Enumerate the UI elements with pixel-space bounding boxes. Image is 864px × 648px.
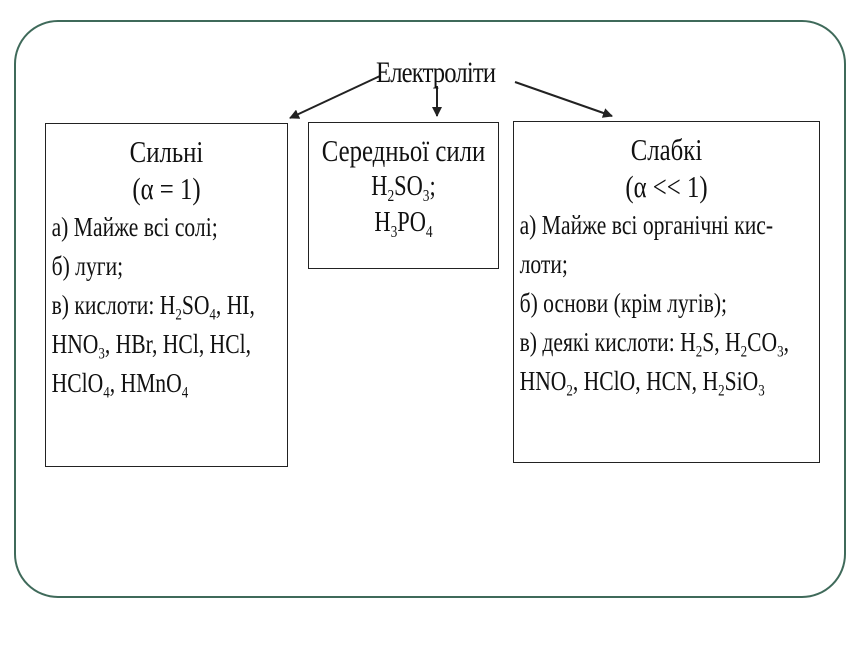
strong-alpha: (α = 1) xyxy=(132,171,201,206)
list-item: в) деякі кислоти: H2S, H2CO3, xyxy=(519,327,789,361)
strong-electrolytes-box: Сильні (α = 1) а) Майже всі солі; б) луги… xyxy=(45,123,288,467)
list-item: HClO4, HMnO4 xyxy=(51,368,189,402)
root-node-label: Електроліти xyxy=(376,56,496,89)
list-item: а) Майже всі солі; xyxy=(51,212,218,242)
list-item: а) Майже всі органічні кис- xyxy=(519,210,774,240)
weak-title: Слабкі xyxy=(630,132,703,167)
arrow-to-strong xyxy=(289,75,381,119)
list-item: лоти; xyxy=(519,249,568,279)
slide-frame xyxy=(14,20,846,598)
strong-title: Сильні xyxy=(129,134,204,169)
list-item: HNO3, HBr, HCl, HCl, xyxy=(51,329,252,363)
list-item: H2SO3; xyxy=(371,171,436,205)
medium-electrolytes-box: Середньої сили H2SO3;H3PO4 xyxy=(308,122,499,269)
arrow-to-weak xyxy=(514,81,613,118)
medium-title: Середньої сили xyxy=(321,133,486,168)
list-item: б) луги; xyxy=(51,251,124,281)
weak-alpha: (α << 1) xyxy=(625,169,708,204)
list-item: в) кислоти: H2SO4, HI, xyxy=(51,290,255,324)
strong-items: а) Майже всі солі; б) луги; в) кислоти: H2… xyxy=(46,208,287,403)
list-item: H3PO4 xyxy=(374,207,433,241)
weak-items: а) Майже всі органічні кис-лоти; б) основ… xyxy=(514,206,819,401)
list-item: б) основи (крім лугів); xyxy=(519,288,728,318)
list-item: HNO2, HClO, HCN, H2SiO3 xyxy=(519,366,765,400)
weak-electrolytes-box: Слабкі (α << 1) а) Майже всі органічні к… xyxy=(513,121,820,463)
medium-items: H2SO3;H3PO4 xyxy=(309,169,498,241)
